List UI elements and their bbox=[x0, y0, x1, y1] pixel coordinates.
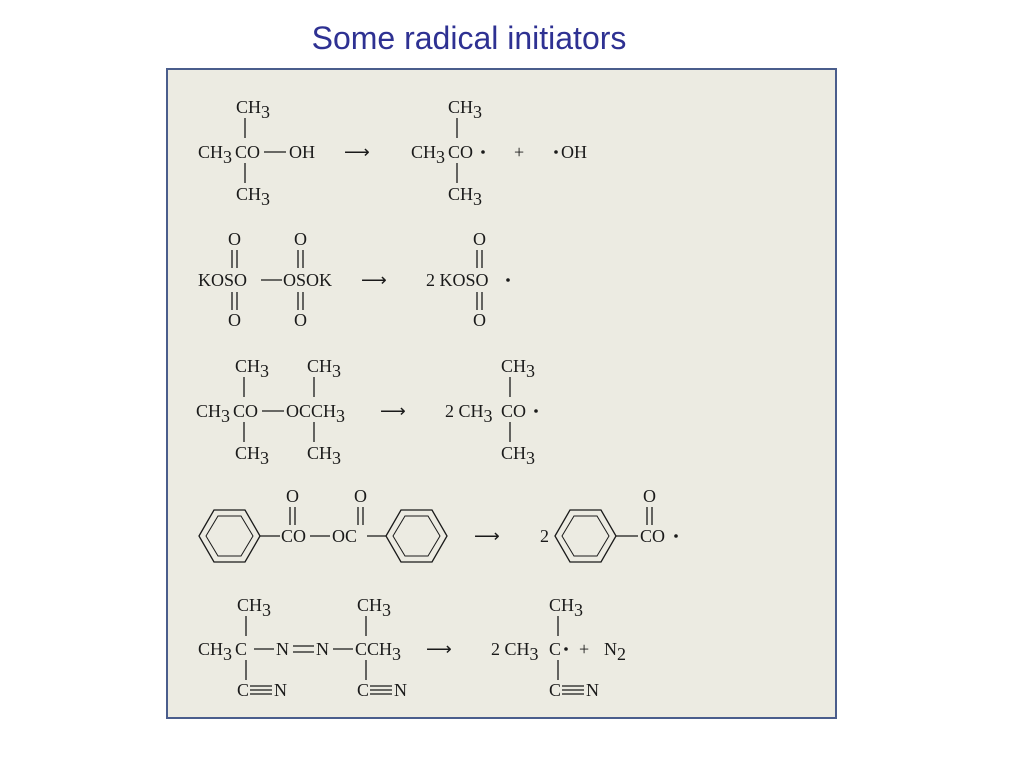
r5-n2: N bbox=[316, 639, 329, 659]
r1-co-oh: CO bbox=[235, 142, 260, 162]
r5-prod-cn-c: C bbox=[549, 680, 561, 700]
r1-oh-radical-dot bbox=[554, 150, 558, 154]
r4-o-top-2: O bbox=[354, 486, 367, 506]
r3-top-ch3-2: CH3 bbox=[307, 356, 341, 381]
r5-prod-radical-dot bbox=[564, 647, 568, 651]
r1-prod-co: CO bbox=[448, 142, 473, 162]
r5-arrow: ⟶ bbox=[426, 639, 452, 659]
r4-coef: 2 bbox=[540, 526, 549, 546]
r5-cn-1-n: N bbox=[274, 680, 287, 700]
r3-bot-ch3-1: CH3 bbox=[235, 443, 269, 468]
r2-prod: 2 KOSO bbox=[426, 270, 489, 290]
r5-n1: N bbox=[276, 639, 289, 659]
r5-cn-1-c: C bbox=[237, 680, 249, 700]
r5-top-ch3-1: CH3 bbox=[237, 595, 271, 620]
r4-benzene-left-inner bbox=[205, 515, 254, 557]
page-title-text: Some radical initiators bbox=[311, 20, 627, 56]
r5-cch3: CCH3 bbox=[355, 639, 401, 664]
r5-prod-c: C bbox=[549, 639, 561, 659]
r4-prod-benzene-inner bbox=[561, 515, 610, 557]
r3-co: CO bbox=[233, 401, 258, 421]
r3-arrow: ⟶ bbox=[380, 401, 406, 421]
r1-main-ch3: CH3 bbox=[198, 142, 232, 167]
r3-prod-bot-ch3: CH3 bbox=[501, 443, 535, 468]
r5-top-ch3-2: CH3 bbox=[357, 595, 391, 620]
r5-n2-product: N2 bbox=[604, 639, 626, 664]
r5-cn-2-n: N bbox=[394, 680, 407, 700]
r4-benzene-left bbox=[198, 509, 261, 563]
r2-o-bot-1: O bbox=[228, 310, 241, 330]
r4-benzene-right bbox=[385, 509, 448, 563]
r1-plus: + bbox=[514, 142, 524, 162]
r1-arrow: ⟶ bbox=[344, 142, 370, 162]
r1-prod-bottom-ch3: CH3 bbox=[448, 184, 482, 209]
r2-prod-o-top: O bbox=[473, 229, 486, 249]
r3-prod-top-ch3: CH3 bbox=[501, 356, 535, 381]
reaction-1: CH3 CH3 CO OH CH3 ⟶ CH3 CH3 CO CH3 + OH bbox=[198, 97, 587, 209]
r5-prod: 2 CH3 bbox=[491, 639, 539, 664]
r5-left-ch3: CH3 bbox=[198, 639, 232, 664]
r1-bottom-ch3: CH3 bbox=[236, 184, 270, 209]
r4-prod-radical-dot bbox=[674, 534, 678, 538]
r1-prod-ch3: CH3 bbox=[411, 142, 445, 167]
reaction-4: O O CO OC ⟶ 2 O CO bbox=[198, 486, 678, 563]
r1-prod-top-ch3: CH3 bbox=[448, 97, 482, 122]
r1-prod-radical-dot bbox=[481, 150, 485, 154]
r4-center-1: CO bbox=[281, 526, 306, 546]
r5-plus: + bbox=[579, 639, 589, 659]
r2-left-2: OSOK bbox=[283, 270, 332, 290]
r4-arrow: ⟶ bbox=[474, 526, 500, 546]
r4-benzene-right-inner bbox=[392, 515, 441, 557]
reaction-panel: CH3 CH3 CO OH CH3 ⟶ CH3 CH3 CO CH3 + OH bbox=[166, 68, 837, 719]
r1-oh-radical: OH bbox=[561, 142, 587, 162]
r3-top-ch3-1: CH3 bbox=[235, 356, 269, 381]
reaction-2: O O KOSO OSOK O O ⟶ O 2 KOSO O bbox=[198, 229, 510, 330]
r2-o-top-2: O bbox=[294, 229, 307, 249]
r2-o-top-1: O bbox=[228, 229, 241, 249]
r5-prod-cn-n: N bbox=[586, 680, 599, 700]
r3-occh3: OCCH3 bbox=[286, 401, 345, 426]
r4-prod-benzene bbox=[554, 509, 617, 563]
r1-top-ch3: CH3 bbox=[236, 97, 270, 122]
r1-oh: OH bbox=[289, 142, 315, 162]
r2-prod-o-bot: O bbox=[473, 310, 486, 330]
r2-left: KOSO bbox=[198, 270, 247, 290]
reactions-diagram: CH3 CH3 CO OH CH3 ⟶ CH3 CH3 CO CH3 + OH bbox=[196, 97, 678, 700]
r5-prod-top-ch3: CH3 bbox=[549, 595, 583, 620]
r2-o-bot-2: O bbox=[294, 310, 307, 330]
r4-center-2: OC bbox=[332, 526, 357, 546]
reaction-5: CH3 CH3 CH3 C N N CCH3 C N C N ⟶ bbox=[198, 595, 626, 700]
r2-arrow: ⟶ bbox=[361, 270, 387, 290]
r4-o-top-1: O bbox=[286, 486, 299, 506]
r4-prod-co: CO bbox=[640, 526, 665, 546]
r3-left-ch3: CH3 bbox=[196, 401, 230, 426]
r3-prod-co: CO bbox=[501, 401, 526, 421]
r3-bot-ch3-2: CH3 bbox=[307, 443, 341, 468]
r3-prod: 2 CH3 bbox=[445, 401, 493, 426]
r4-prod-o-top: O bbox=[643, 486, 656, 506]
r2-prod-radical-dot bbox=[506, 278, 510, 282]
r5-c: C bbox=[235, 639, 247, 659]
r5-cn-2-c: C bbox=[357, 680, 369, 700]
reaction-3: CH3 CH3 CH3 CO OCCH3 CH3 CH3 ⟶ CH3 2 CH3… bbox=[196, 356, 538, 468]
page-title: Some radical initiators bbox=[0, 20, 1024, 57]
r3-prod-radical-dot bbox=[534, 409, 538, 413]
